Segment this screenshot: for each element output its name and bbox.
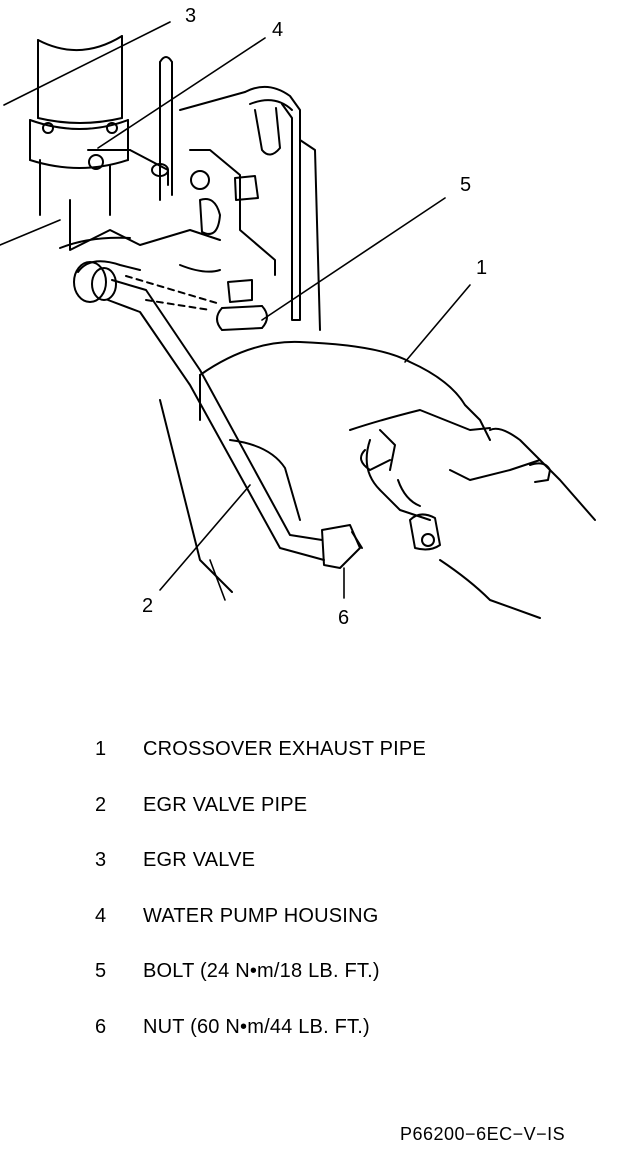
- legend-number: 2: [95, 793, 107, 816]
- egr-valve-drawing: [29, 35, 129, 216]
- leader-lines: [0, 21, 471, 601]
- legend-number: 4: [95, 904, 107, 927]
- legend-description: CROSSOVER EXHAUST PIPE: [143, 738, 426, 760]
- legend-description: EGR VALVE PIPE: [143, 793, 308, 816]
- crossover-exhaust-pipe-drawing: [159, 340, 596, 619]
- callout-4: 4: [272, 19, 283, 41]
- callout-1: 1: [476, 257, 487, 279]
- legend-item: 6 NUT (60 N•m/44 LB. FT.): [0, 1008, 624, 1064]
- legend-item: 3 EGR VALVE: [0, 841, 624, 897]
- legend-description: NUT (60 N•m/44 LB. FT.): [143, 1015, 370, 1038]
- legend-item: 5 BOLT (24 N•m/18 LB. FT.): [0, 952, 624, 1008]
- legend-number: 3: [95, 849, 107, 871]
- legend-description: BOLT (24 N•m/18 LB. FT.): [143, 960, 380, 982]
- legend-number: 5: [95, 960, 107, 982]
- bolt-drawing: [216, 175, 268, 331]
- callout-5: 5: [460, 174, 471, 196]
- callout-6: 6: [338, 607, 349, 629]
- callout-3: 3: [185, 5, 196, 27]
- legend-item: 1 CROSSOVER EXHAUST PIPE: [0, 730, 624, 786]
- legend-item: 2 EGR VALVE PIPE: [0, 786, 624, 842]
- callout-2: 2: [142, 595, 153, 617]
- water-pump-housing-drawing: [59, 56, 321, 331]
- legend-number: 6: [95, 1015, 107, 1038]
- callout-labels: 1 2 3 4 5 6: [142, 5, 487, 629]
- egr-pipe-exploded-illustration: 1 2 3 4 5 6: [0, 5, 596, 629]
- legend-item: 4 WATER PUMP HOUSING: [0, 897, 624, 953]
- figure-reference-code: P66200−6EC−V−IS: [400, 1124, 566, 1144]
- legend-description: EGR VALVE: [143, 849, 256, 871]
- legend-number: 1: [95, 738, 107, 760]
- parts-legend: 1 CROSSOVER EXHAUST PIPE 2 EGR VALVE PIP…: [0, 730, 624, 1063]
- egr-valve-pipe-drawing: [73, 260, 363, 569]
- legend-description: WATER PUMP HOUSING: [143, 904, 379, 927]
